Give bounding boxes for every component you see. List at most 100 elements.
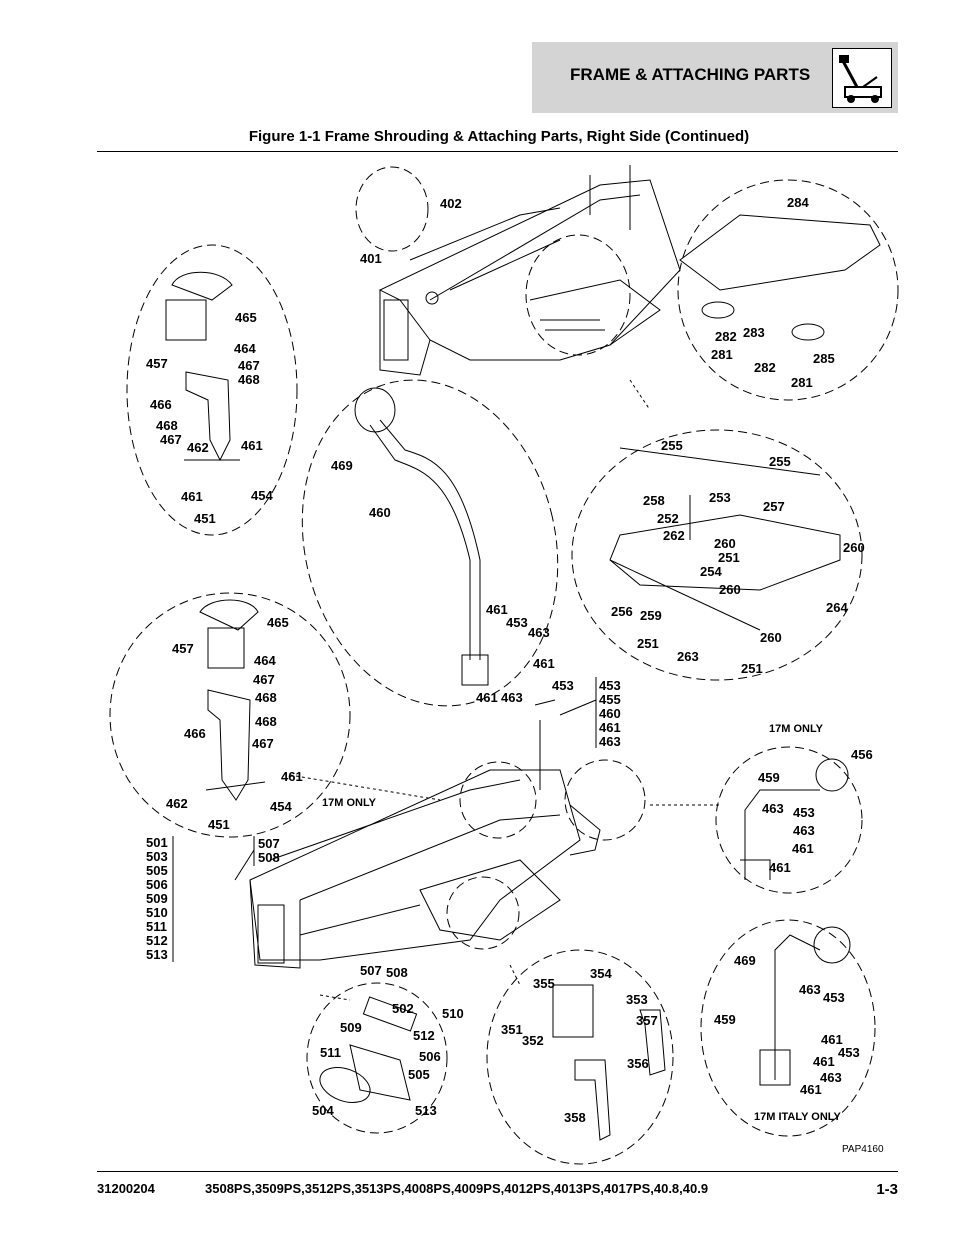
- callout-label: 502: [392, 1001, 414, 1016]
- page-number: 1-3: [876, 1181, 898, 1198]
- callouts: 402 401 284 465 464 457 467 468 466 468 …: [146, 195, 884, 1155]
- callout-label: 468: [255, 714, 277, 729]
- footer-rule: [97, 1171, 898, 1172]
- stack-501-item: 501: [146, 835, 168, 850]
- callout-label: 453: [838, 1045, 860, 1060]
- mirror-bracket-lower-drawing: [199, 599, 266, 801]
- callout-label: 511: [320, 1045, 341, 1060]
- detail-circle-left-mid: [109, 592, 351, 838]
- detail-circle-tray: [571, 429, 863, 681]
- callout-label: 282: [715, 329, 737, 344]
- callout-label: 453: [793, 805, 815, 820]
- section-header: FRAME & ATTACHING PARTS: [532, 42, 898, 113]
- callout-label: 285: [813, 351, 835, 366]
- callout-label: 255: [769, 454, 791, 469]
- figure-title: Figure 1-1 Frame Shrouding & Attaching P…: [248, 128, 750, 145]
- callout-label: 468: [156, 418, 178, 433]
- callout-label: 464: [254, 653, 276, 668]
- callout-label: 461: [800, 1082, 822, 1097]
- callout-label: 461: [486, 602, 508, 617]
- note-17m-italy-only: 17M ITALY ONLY: [754, 1111, 841, 1123]
- callout-label: 260: [843, 540, 865, 555]
- detail-circle-light: [306, 982, 448, 1134]
- mirror-arm-drawing: [354, 387, 489, 686]
- callout-label: 282: [754, 360, 776, 375]
- callout-label: 251: [741, 661, 763, 676]
- callout-label: 462: [187, 440, 209, 455]
- callout-label: 463: [528, 625, 550, 640]
- callout-label: 354: [590, 966, 612, 981]
- detail-circle-frame-d: [446, 876, 520, 950]
- callout-label: 463: [799, 982, 821, 997]
- callout-label: 507: [258, 836, 280, 851]
- note-17m-only-right: 17M ONLY: [769, 723, 824, 735]
- callout-label: 451: [194, 511, 216, 526]
- callout-label: 463: [793, 823, 815, 838]
- stack-453-item: 461: [599, 720, 621, 735]
- callout-label: 465: [235, 310, 257, 325]
- callout-label: 461: [533, 656, 555, 671]
- callout-label: 281: [711, 347, 733, 362]
- callout-label: 259: [640, 608, 662, 623]
- callout-label: 453: [552, 678, 574, 693]
- stack-501-item: 509: [146, 891, 168, 906]
- callout-label: 467: [252, 736, 274, 751]
- light-assembly-drawing: [319, 996, 418, 1103]
- callout-label: 283: [743, 325, 765, 340]
- callout-label: 281: [791, 375, 813, 390]
- stack-501-item: 503: [146, 849, 168, 864]
- callout-label: 469: [331, 458, 353, 473]
- callout-label: 457: [172, 641, 194, 656]
- callout-label: 454: [270, 799, 292, 814]
- callout-label: 506: [419, 1049, 441, 1064]
- tray-drawing: [609, 447, 841, 631]
- stack-501-item: 511: [146, 919, 167, 934]
- mirror-italy-drawing: [759, 926, 851, 1086]
- callout-label: 453: [506, 615, 528, 630]
- upper-frame-drawing: [378, 165, 681, 376]
- callout-label: 253: [709, 490, 731, 505]
- callout-label: 505: [408, 1067, 430, 1082]
- callout-label: 251: [718, 550, 740, 565]
- doc-number: 31200204: [97, 1181, 155, 1196]
- callout-label: 513: [415, 1103, 437, 1118]
- callout-label: 468: [255, 690, 277, 705]
- detail-circle-upper-left: [126, 244, 298, 536]
- callout-label: 508: [386, 965, 408, 980]
- callout-label: 461: [476, 690, 498, 705]
- detail-circle-top: [355, 166, 429, 252]
- callout-label: 355: [533, 976, 555, 991]
- callout-label: 258: [643, 493, 665, 508]
- stack-501-item: 513: [146, 947, 168, 962]
- section-title: FRAME & ATTACHING PARTS: [570, 65, 811, 84]
- callout-label: 401: [360, 251, 382, 266]
- callout-label: 467: [238, 358, 260, 373]
- callout-label: 454: [251, 488, 273, 503]
- shroud-panel-drawing: [679, 214, 881, 341]
- callout-label: 466: [184, 726, 206, 741]
- image-code: PAP4160: [842, 1144, 884, 1155]
- callout-label: 260: [714, 536, 736, 551]
- callout-label: 402: [440, 196, 462, 211]
- callout-label: 260: [719, 582, 741, 597]
- stack-501-item: 506: [146, 877, 168, 892]
- callout-label: 461: [813, 1054, 835, 1069]
- callout-label: 464: [234, 341, 256, 356]
- group-453-leader: [559, 699, 597, 716]
- callout-label: 512: [413, 1028, 435, 1043]
- callout-label: 284: [787, 195, 809, 210]
- callout-label: 356: [627, 1056, 649, 1071]
- callout-label: 466: [150, 397, 172, 412]
- callout-label: 262: [663, 528, 685, 543]
- callout-label: 460: [369, 505, 391, 520]
- detail-circle-shroud-panel: [677, 179, 899, 401]
- stack-501-item: 512: [146, 933, 168, 948]
- note-17m-only-center: 17M ONLY: [322, 797, 377, 809]
- detail-circle-mirror-arm: [301, 379, 559, 707]
- callout-label: 461: [792, 841, 814, 856]
- callout-label: 461: [769, 860, 791, 875]
- callout-label: 461: [181, 489, 203, 504]
- callout-label: 358: [564, 1110, 586, 1125]
- callout-label: 252: [657, 511, 679, 526]
